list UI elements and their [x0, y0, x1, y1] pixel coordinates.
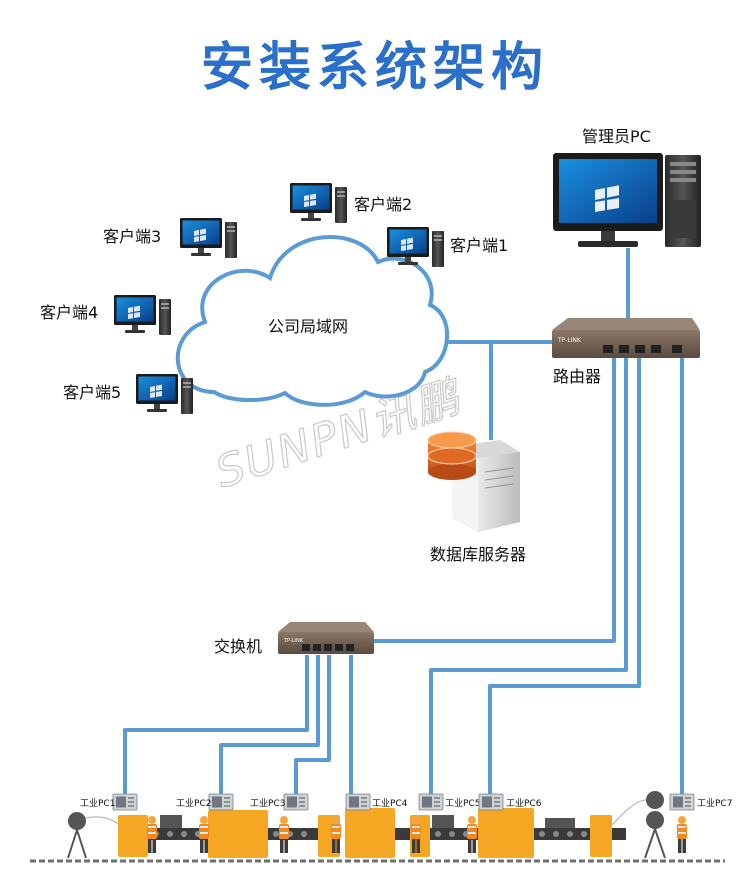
industrial-pc-1: 工业PC1 [80, 793, 138, 811]
switch-brand: TP-LINK [283, 638, 304, 644]
wire-switch-pc2 [219, 655, 320, 795]
industrial-pc-6: 工业PC6 [478, 793, 542, 811]
computer-icon [136, 374, 193, 414]
computer-icon [290, 183, 347, 223]
network-wires [123, 248, 684, 795]
lan-label: 公司局域网 [268, 317, 348, 336]
worker-icon [467, 816, 477, 853]
router: TP-LINK 路由器 [552, 318, 700, 386]
wire-router-switch [374, 358, 616, 643]
router-brand: TP-LINK [557, 337, 582, 344]
database-icon [427, 431, 477, 480]
page-title: 安装系统架构 [201, 38, 549, 98]
db-server-label: 数据库服务器 [430, 545, 526, 564]
wire-switch-pc1 [123, 655, 309, 795]
industrial-pc-icon [418, 793, 444, 811]
industrial-pc-icon [208, 793, 234, 811]
production-line: 工业PC1 工业PC2 工业PC3 工业PC4 工业PC5 工业PC6 工业PC… [30, 791, 732, 863]
industrial-pc-4: 工业PC4 [345, 793, 408, 811]
client-2: 客户端2 [290, 183, 412, 223]
industrial-pc-3: 工业PC3 [250, 793, 309, 811]
reel-icon [611, 791, 666, 859]
industrial-pc-5: 工业PC5 [418, 793, 480, 811]
computer-icon [180, 218, 237, 258]
industrial-pc-icon [283, 793, 309, 811]
ethernet-port-icon [603, 345, 682, 353]
computer-icon [114, 295, 171, 335]
worker-icon [147, 816, 157, 853]
industrial-pc-2-label: 工业PC2 [176, 798, 211, 809]
client-2-label: 客户端2 [354, 195, 412, 214]
lan-cloud: 公司局域网 [176, 235, 450, 407]
industrial-pc-7: 工业PC7 [669, 793, 732, 811]
worker-icon [279, 816, 289, 853]
switch: TP-LINK 交换机 [214, 622, 374, 656]
industrial-pc-5-label: 工业PC5 [445, 798, 480, 809]
switch-label: 交换机 [214, 637, 262, 656]
client-1: 客户端1 [387, 227, 508, 267]
ethernet-port-icon [302, 644, 354, 651]
worker-icon [199, 816, 209, 853]
wire-router-pc5 [429, 358, 628, 795]
industrial-pc-6-label: 工业PC6 [506, 798, 542, 809]
industrial-pc-icon [669, 793, 695, 811]
client-1-label: 客户端1 [450, 236, 508, 255]
admin-pc: 管理员PC [553, 127, 701, 247]
client-4: 客户端4 [40, 295, 171, 335]
industrial-pc-icon [478, 793, 504, 811]
industrial-pc-icon [345, 793, 371, 811]
worker-icon [677, 816, 687, 853]
industrial-pc-1-label: 工业PC1 [80, 798, 115, 809]
industrial-pc-4-label: 工业PC4 [372, 798, 408, 809]
client-3-label: 客户端3 [103, 227, 161, 246]
wire-router-pc6 [488, 358, 641, 795]
industrial-pc-3-label: 工业PC3 [250, 798, 285, 809]
industrial-pc-2: 工业PC2 [176, 793, 234, 811]
reel-icon [67, 812, 121, 859]
client-3: 客户端3 [103, 218, 237, 258]
industrial-pc-7-label: 工业PC7 [697, 798, 732, 809]
client-5: 客户端5 [63, 374, 193, 414]
client-5-label: 客户端5 [63, 383, 121, 402]
router-label: 路由器 [553, 367, 601, 386]
admin-pc-label: 管理员PC [582, 127, 651, 146]
db-server: 数据库服务器 [427, 431, 526, 564]
client-4-label: 客户端4 [40, 303, 98, 322]
wire-switch-pc3 [294, 655, 331, 795]
machine-block [118, 808, 612, 858]
industrial-pc-icon [112, 793, 138, 811]
computer-icon [553, 153, 701, 247]
